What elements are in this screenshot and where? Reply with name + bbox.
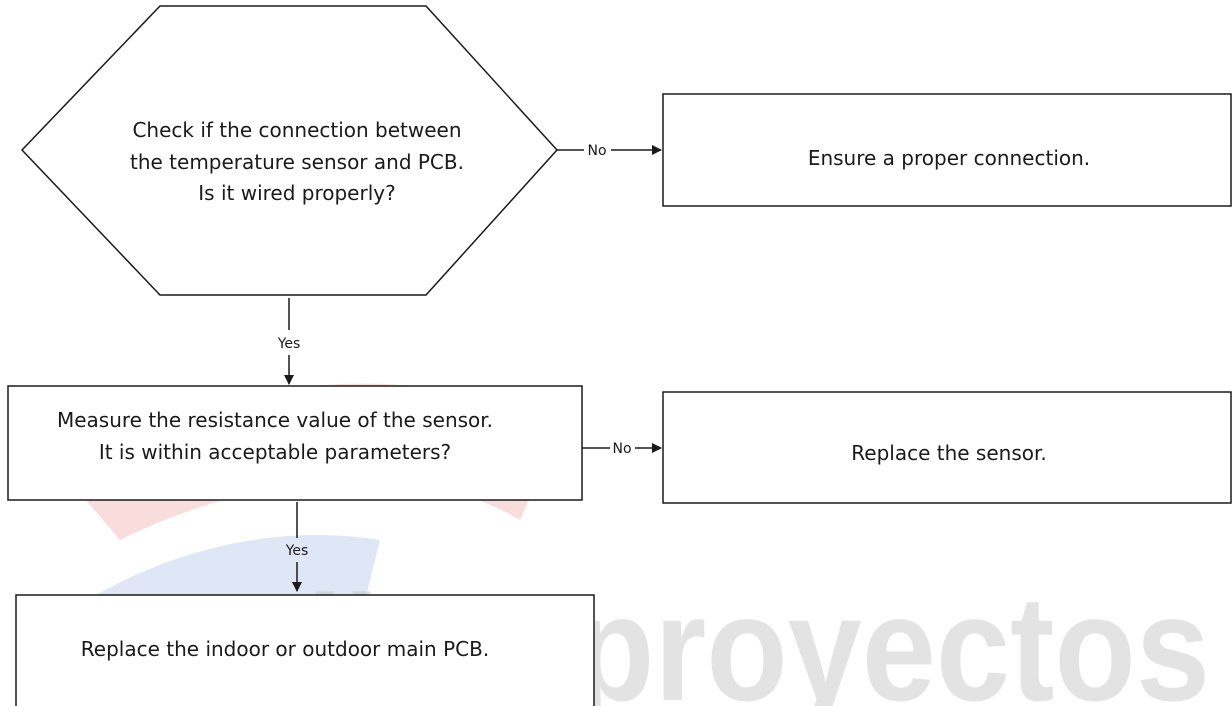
edge-resistance-yes: Yes bbox=[285, 502, 309, 592]
action-replace-sensor-node: Replace the sensor. bbox=[662, 391, 1232, 504]
decision-resistance-line-1: Measure the resistance value of the sens… bbox=[57, 408, 493, 432]
action-replace-sensor-text: Replace the sensor. bbox=[851, 441, 1046, 465]
decision-wiring-line-2: the temperature sensor and PCB. bbox=[130, 150, 464, 174]
action-connection-text: Ensure a proper connection. bbox=[808, 146, 1090, 170]
action-replace-pcb-box bbox=[15, 594, 595, 706]
action-replace-pcb-node: Replace the indoor or outdoor main PCB. bbox=[15, 594, 595, 706]
decision-wiring-line-3: Is it wired properly? bbox=[198, 181, 395, 205]
action-replace-pcb-text: Replace the indoor or outdoor main PCB. bbox=[81, 637, 489, 661]
decision-wiring-node: Check if the connection between the temp… bbox=[20, 5, 559, 296]
edge-wiring-no: No bbox=[557, 143, 662, 159]
action-replace-sensor-box bbox=[662, 391, 1232, 504]
edge-resistance-no: No bbox=[582, 441, 662, 457]
decision-wiring-shape bbox=[20, 5, 559, 296]
edge-wiring-yes-label: Yes bbox=[277, 336, 301, 352]
action-connection-node: Ensure a proper connection. bbox=[662, 93, 1232, 207]
edge-wiring-no-label: No bbox=[587, 143, 606, 159]
edge-wiring-yes: Yes bbox=[277, 298, 301, 385]
action-connection-box bbox=[662, 93, 1232, 207]
edge-resistance-yes-label: Yes bbox=[285, 543, 309, 559]
decision-wiring-line-1: Check if the connection between bbox=[132, 118, 461, 142]
decision-resistance-box bbox=[7, 385, 583, 501]
decision-resistance-node: Measure the resistance value of the sens… bbox=[7, 385, 583, 501]
decision-resistance-line-2: It is within acceptable parameters? bbox=[99, 440, 451, 464]
edge-resistance-no-label: No bbox=[612, 441, 631, 457]
